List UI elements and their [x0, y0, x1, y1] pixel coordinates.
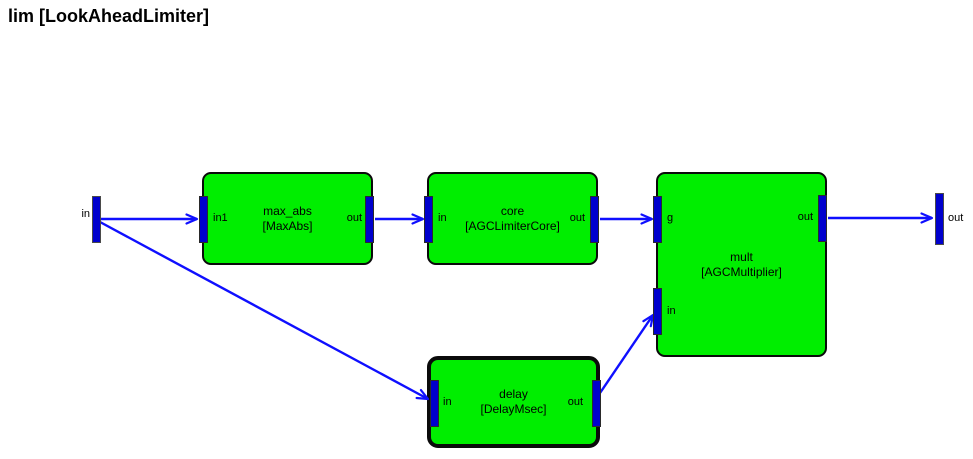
port-mult-out[interactable]	[818, 195, 827, 242]
block-delay[interactable]: delay [DelayMsec]	[427, 356, 600, 448]
port-label-mult-out: out	[797, 211, 813, 223]
block-delay-name: delay	[499, 387, 528, 401]
port-label-mult-in: in	[667, 305, 676, 317]
port-label-core-out: out	[569, 212, 585, 224]
port-label-delay-out: out	[567, 396, 583, 408]
block-delay-type: [DelayMsec]	[480, 402, 547, 416]
page-title: lim [LookAheadLimiter]	[8, 6, 210, 26]
block-core-type: [AGCLimiterCore]	[465, 218, 560, 233]
block-max-abs-name: max_abs	[263, 203, 312, 218]
port-label-mult-g: g	[667, 212, 674, 224]
output-terminal[interactable]	[935, 193, 944, 245]
port-core-in[interactable]	[424, 196, 433, 243]
port-delay-out[interactable]	[592, 380, 601, 427]
block-mult-name: mult	[730, 249, 753, 264]
port-label-delay-in: in	[443, 396, 452, 408]
port-max-abs-out[interactable]	[365, 196, 374, 243]
input-terminal-label: in	[81, 208, 90, 220]
output-terminal-label: out	[948, 212, 964, 224]
block-mult-type: [AGCMultiplier]	[701, 264, 782, 279]
port-mult-g[interactable]	[653, 196, 662, 243]
wire-in-to-delay[interactable]	[99, 220, 430, 401]
wire-delay-to-mult-in[interactable]	[599, 313, 655, 394]
port-label-max-abs-out: out	[346, 212, 362, 224]
port-core-out[interactable]	[590, 196, 599, 243]
port-label-core-in: in	[438, 212, 447, 224]
input-terminal[interactable]	[92, 196, 101, 243]
port-max-abs-in1[interactable]	[199, 196, 208, 243]
block-mult[interactable]: mult [AGCMultiplier]	[656, 172, 827, 357]
port-label-max-abs-in1: in1	[213, 212, 228, 224]
block-core-name: core	[500, 203, 525, 218]
port-mult-in[interactable]	[653, 288, 662, 335]
block-max-abs[interactable]: max_abs [MaxAbs]	[202, 172, 373, 265]
port-delay-in[interactable]	[430, 380, 439, 427]
block-max-abs-type: [MaxAbs]	[262, 218, 313, 233]
